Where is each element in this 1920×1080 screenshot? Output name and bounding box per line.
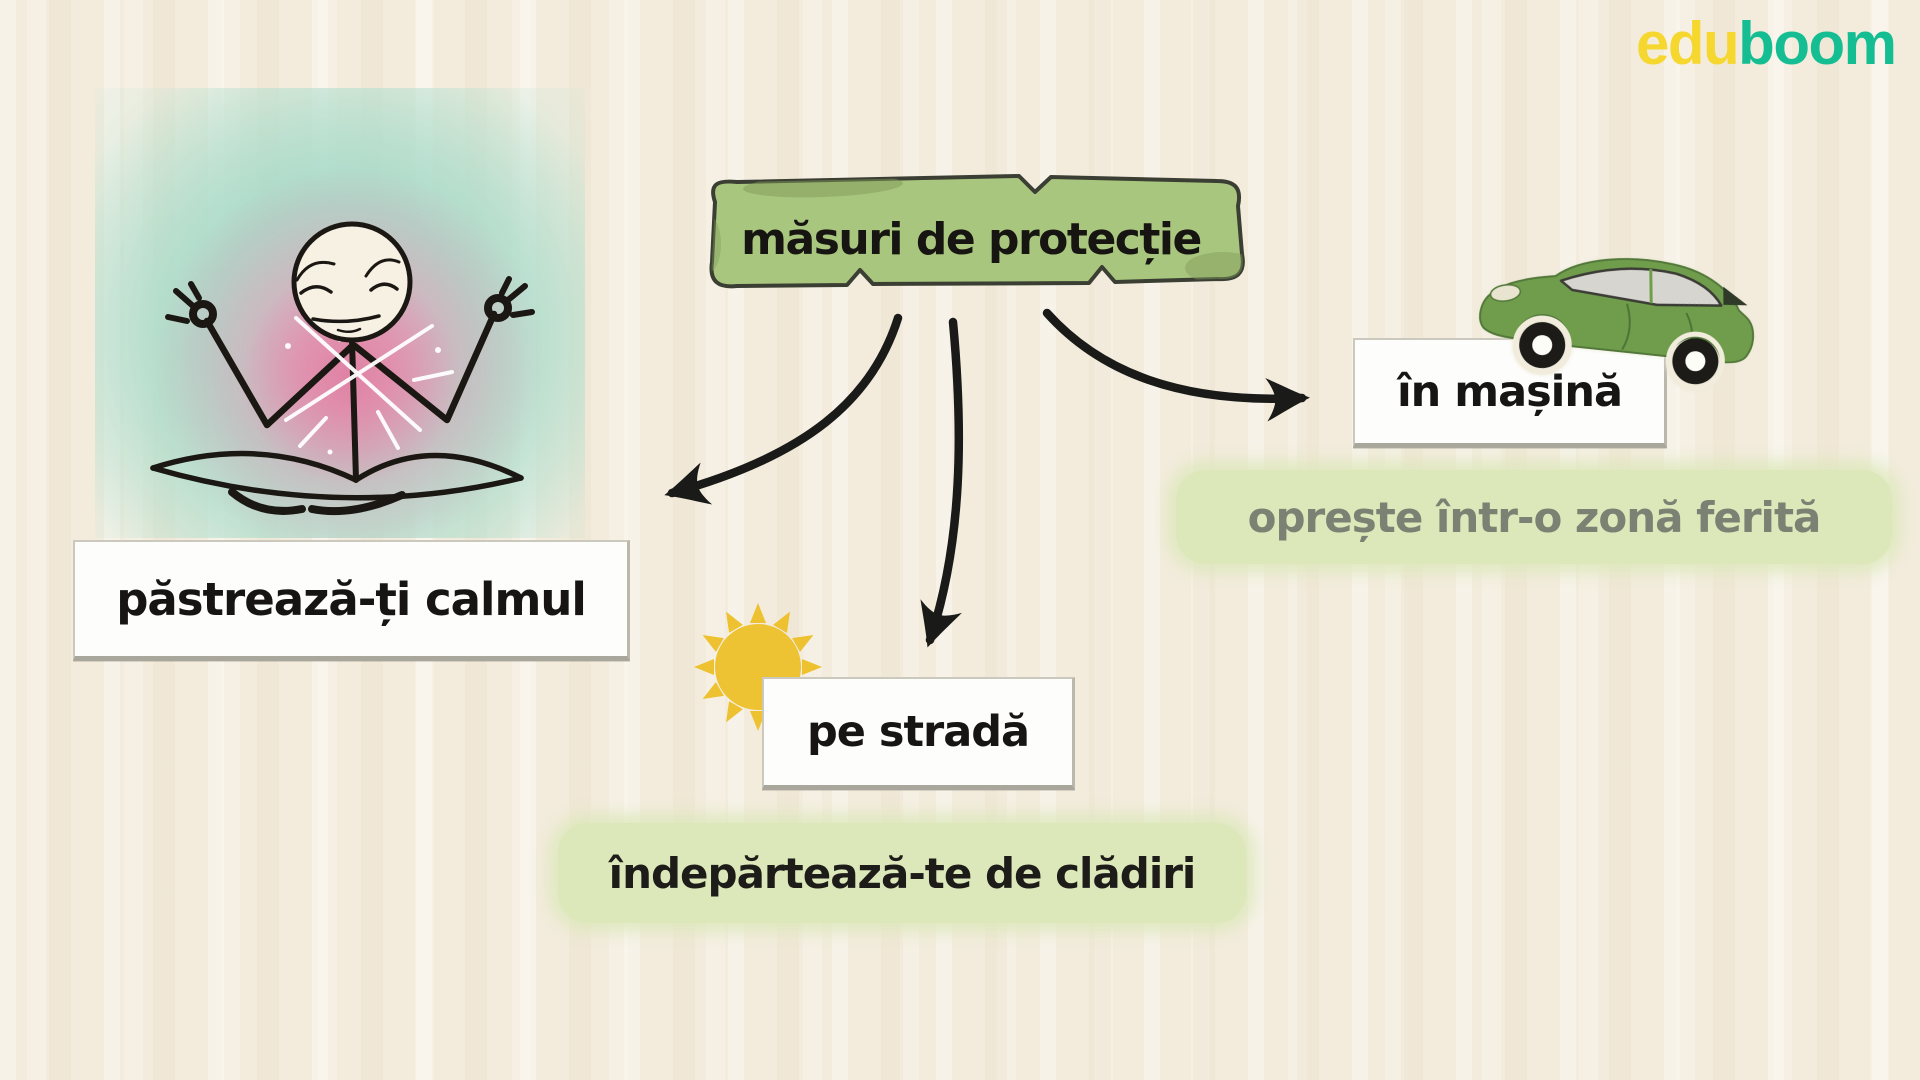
note-car: oprește într-o zonă ferită [1176,470,1892,564]
title-label: măsuri de protecție [741,213,1202,265]
car-icon [1479,258,1755,391]
title-box-background [709,174,1245,289]
node-car: în mașină [1353,338,1667,448]
arrow-to-calm [664,313,903,505]
eduboom-logo: eduboom [1636,14,1897,74]
arrow-to-car [1042,308,1310,422]
logo-boom-text: boom [1738,10,1897,77]
logo-edu-text: edu [1636,10,1740,77]
arrow-to-street [920,317,964,648]
note-street: îndepărtează-te de clădiri [558,823,1246,923]
node-calm: păstrează-ți calmul [73,540,630,661]
meditating-person-icon [150,221,535,516]
sun-icon [694,603,822,731]
node-calm-label: păstrează-ți calmul [116,572,587,626]
root-node-protection-measures: măsuri de protecție [693,172,1249,290]
node-street: pe stradă [762,677,1075,790]
node-car-label: în mașină [1396,366,1623,417]
node-street-label: pe stradă [806,707,1030,757]
meditation-glow [95,88,585,538]
